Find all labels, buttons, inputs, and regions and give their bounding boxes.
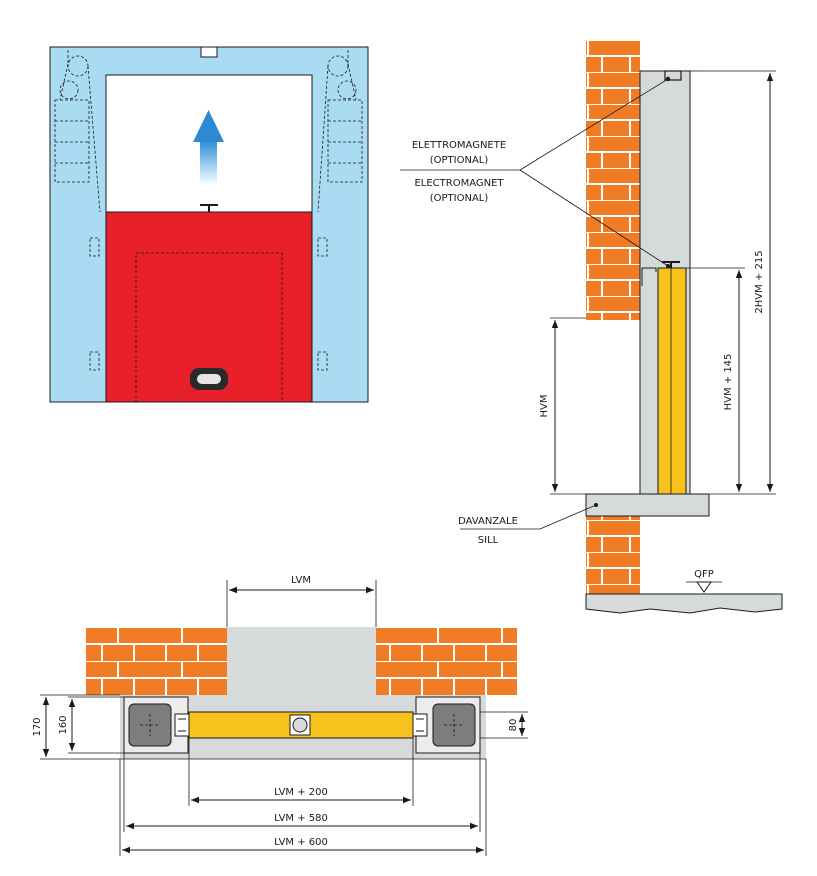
dim-lvm-600: LVM + 600 [274,837,328,848]
plan-view: LVM 170 160 80 LVM + 200 LVM + 580 LVM +… [32,575,528,856]
dim-160: 160 [58,715,69,734]
dim-hvm: HVM [539,395,550,418]
dim-2hvm-215: 2HVM + 215 [754,250,765,313]
wall-upper-brick [586,40,640,320]
left-motor-icon [128,703,172,747]
dim-hvm-145: HVM + 145 [723,354,734,411]
wall-lower-brick [586,516,640,594]
right-motor-icon [432,703,476,747]
dim-lvm-580: LVM + 580 [274,813,328,824]
opening-grey [227,627,376,695]
label-electromagnet: ELECTROMAGNET [414,178,504,189]
label-optional-en: (OPTIONAL) [430,193,489,204]
label-elettromagnete: ELETTROMAGNETE [412,140,506,151]
left-guide [174,713,190,737]
right-guide [412,713,428,737]
section-view: QFP ELETTROMAGNETE (OPTIONAL) ELECTROMAG… [400,40,783,614]
top-latch [200,46,218,58]
electromagnet-plate-icon [200,204,218,212]
label-optional-it: (OPTIONAL) [430,155,489,166]
qfp-marker-icon [686,581,722,593]
sill [585,493,710,517]
dim-lvm: LVM [291,575,311,586]
qfp-label: QFP [694,569,714,580]
floor [585,593,783,614]
dim-lvm-200: LVM + 200 [274,787,328,798]
panel-inner-dashed [135,252,283,403]
dim-80: 80 [508,719,519,732]
handle-icon [190,368,228,390]
wall-left-brick [86,627,227,695]
left-pulley-system [54,50,101,371]
leader-bottom [519,169,669,267]
panel-yellow-section [657,267,687,495]
right-pulley-system [317,50,363,371]
up-arrow-icon [193,110,224,185]
leader-top [519,78,669,171]
dim-170: 170 [32,717,43,736]
wall-right-brick [376,627,517,695]
label-davanzale: DAVANZALE [458,516,518,527]
front-view [49,46,369,403]
lock-icon [289,714,311,736]
leader-sill [539,504,597,530]
label-sill: SILL [478,535,499,546]
